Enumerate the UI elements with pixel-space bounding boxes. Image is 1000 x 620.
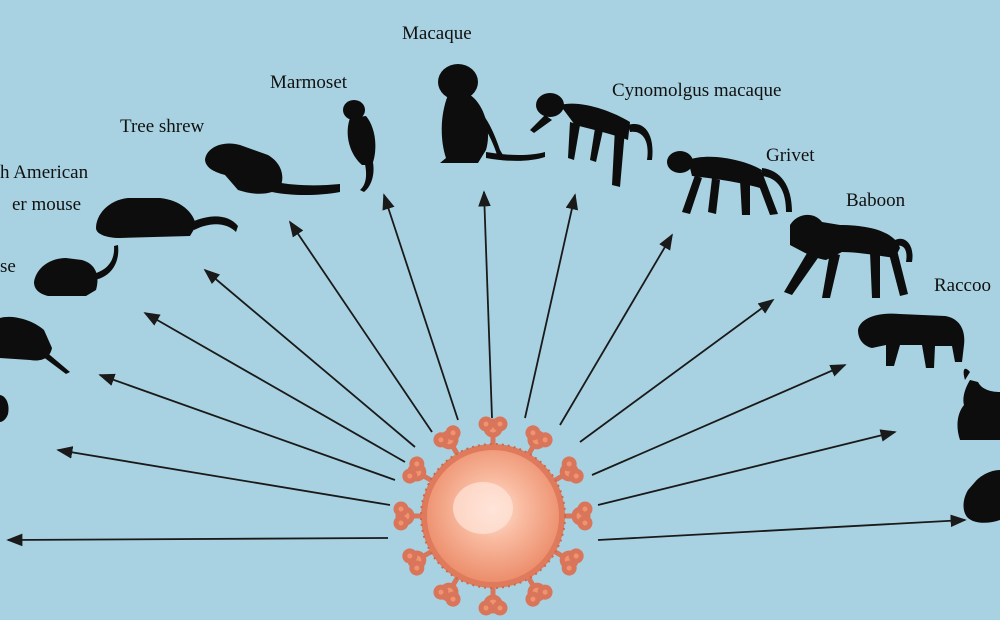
label-cynomolgus-macaque: Cynomolgus macaque — [612, 80, 782, 101]
macaque-silhouette-icon — [438, 64, 545, 163]
cattle-silhouette-icon — [963, 470, 1000, 523]
baboon-silhouette-icon — [784, 214, 913, 298]
rabbit-silhouette-icon — [957, 368, 1000, 440]
label-raccoon: Raccoo — [934, 275, 991, 296]
arrow-to-hamster — [98, 373, 396, 481]
north-american-mouse-silhouette-icon — [96, 198, 238, 238]
label-tree-shrew: Tree shrew — [120, 116, 205, 137]
label-baboon: Baboon — [846, 190, 906, 211]
transmission-arrows — [6, 190, 967, 547]
label-north-american-line2: er mouse — [12, 194, 82, 215]
arrow-to-rabbit — [597, 429, 897, 506]
cynomolgus-macaque-silhouette-icon — [530, 93, 653, 187]
label-north-american-line1: h American — [0, 162, 89, 183]
label-macaque: Macaque — [402, 23, 472, 44]
raccoon-silhouette-icon — [858, 313, 965, 368]
arrow-to-tree-shrew — [288, 220, 433, 433]
mouse-silhouette-icon — [34, 245, 119, 296]
tree-shrew-silhouette-icon — [205, 143, 340, 195]
label-grivet: Grivet — [766, 145, 815, 166]
arrow-to-mouse — [143, 312, 406, 463]
grivet-silhouette-icon — [667, 151, 792, 215]
arrow-to-far-left — [6, 533, 389, 547]
arrow-to-raccoon — [591, 364, 847, 476]
label-marmoset: Marmoset — [270, 72, 348, 93]
hamster-silhouette-icon — [0, 316, 70, 374]
label-mouse: se — [0, 256, 16, 277]
arrow-to-grivet — [559, 233, 673, 426]
arrow-to-left-animal — [56, 446, 391, 506]
marmoset-silhouette-icon — [343, 100, 376, 192]
arrow-to-macaque — [478, 190, 493, 419]
arrow-to-cattle — [597, 514, 967, 541]
left-animal-silhouette-icon — [0, 395, 9, 422]
arrow-to-baboon — [579, 298, 775, 443]
arrow-to-cynomolgus — [524, 193, 578, 419]
arrow-to-marmoset — [382, 193, 459, 421]
coronavirus-icon — [393, 416, 593, 616]
arrow-to-north-american-mouse — [203, 268, 416, 448]
